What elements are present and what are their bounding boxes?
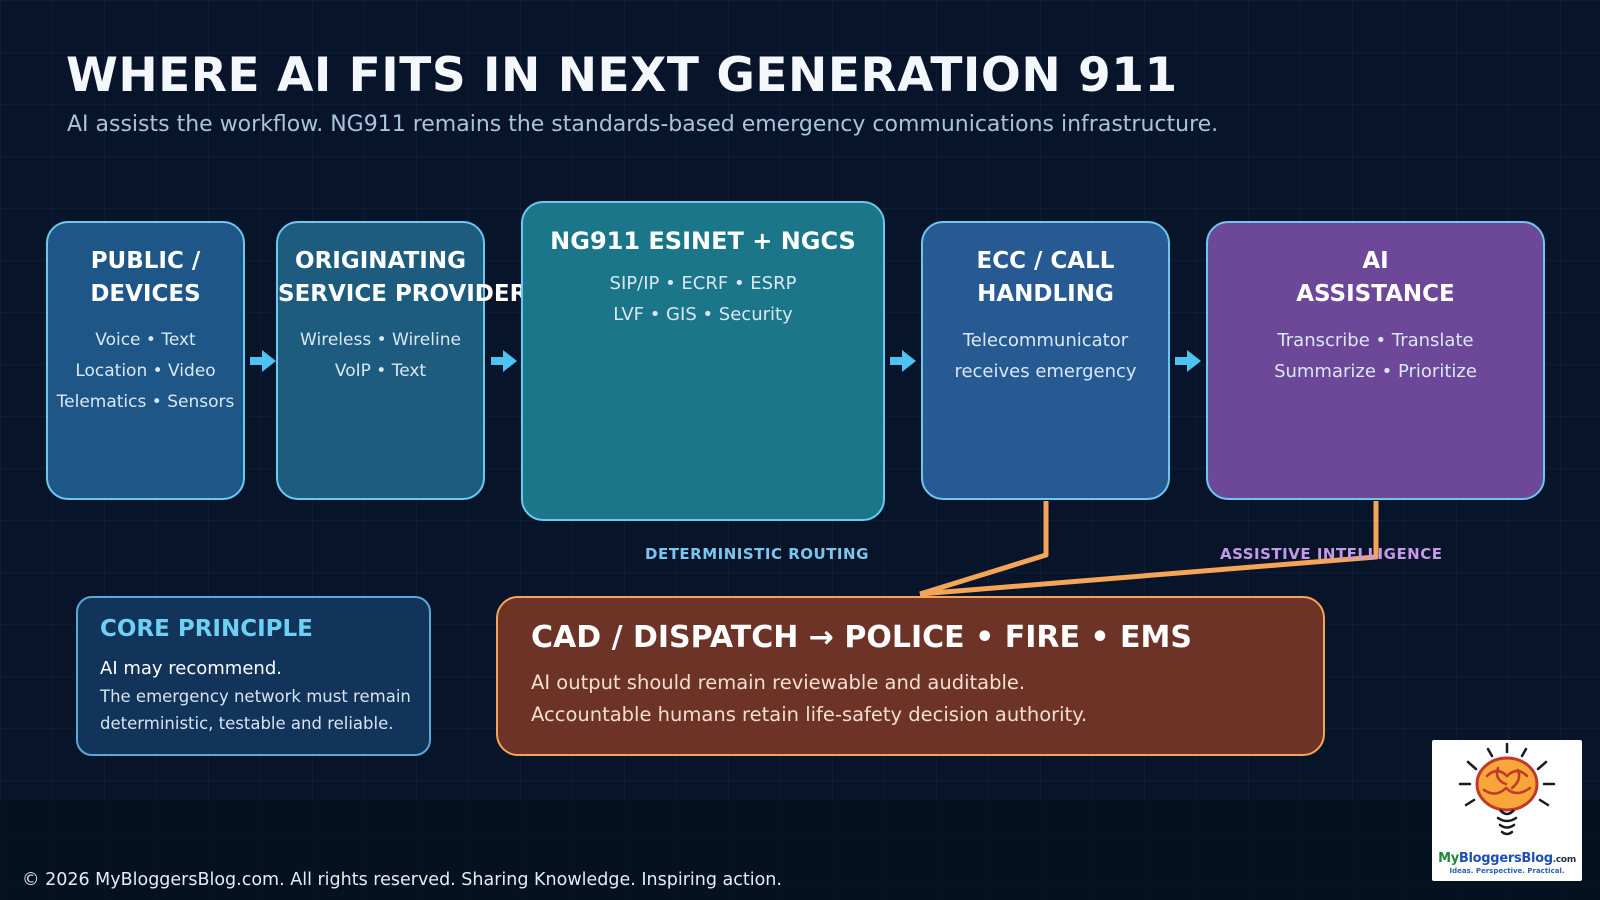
ecc-call-handling-title: ECC / CALL HANDLING bbox=[976, 248, 1115, 307]
brain-bulb-icon bbox=[1458, 742, 1556, 836]
deterministic-routing-tag: DETERMINISTIC ROUTING bbox=[645, 545, 869, 563]
footer-band bbox=[0, 800, 1600, 900]
originating-service-provider-body: Wireless • Wireline VoIP • Text bbox=[300, 330, 461, 381]
cad-dispatch-body: AI output should remain reviewable and a… bbox=[531, 671, 1088, 726]
ai-assistance-title: AI ASSISTANCE bbox=[1296, 248, 1455, 307]
footer-copyright: © 2026 MyBloggersBlog.com. All rights re… bbox=[22, 870, 782, 890]
arrow-right-icon bbox=[1175, 350, 1201, 372]
public-devices-body: Voice • Text Location • Video Telematics… bbox=[56, 330, 235, 412]
arrow-right-icon bbox=[250, 350, 276, 372]
public-devices-box: PUBLIC / DEVICES Voice • Text Location •… bbox=[46, 221, 245, 500]
cad-dispatch-title: CAD / DISPATCH → POLICE • FIRE • EMS bbox=[531, 620, 1192, 655]
ng911-esinet-body: SIP/IP • ECRF • ESRP LVF • GIS • Securit… bbox=[609, 273, 797, 325]
ecc-call-handling-box: ECC / CALL HANDLING Telecommunicator rec… bbox=[921, 221, 1170, 500]
ng911-esinet-box: NG911 ESINET + NGCS SIP/IP • ECRF • ESRP… bbox=[521, 201, 885, 521]
originating-service-provider-title: ORIGINATING SERVICE PROVIDER bbox=[278, 248, 528, 307]
page-subtitle: AI assists the workflow. NG911 remains t… bbox=[67, 112, 1219, 137]
logo-tagline: Ideas. Perspective. Practical. bbox=[1449, 867, 1565, 875]
core-principle-lead: AI may recommend. bbox=[100, 658, 282, 679]
assistive-intelligence-tag: ASSISTIVE INTELLIGENCE bbox=[1220, 545, 1443, 563]
page-title: WHERE AI FITS IN NEXT GENERATION 911 bbox=[66, 48, 1178, 103]
ai-assistance-box: AI ASSISTANCE Transcribe • Translate Sum… bbox=[1206, 221, 1545, 500]
public-devices-title: PUBLIC / DEVICES bbox=[90, 248, 201, 307]
logo-wordmark: MyBloggersBlog.com bbox=[1438, 851, 1576, 866]
arrow-right-icon bbox=[890, 350, 916, 372]
ai-assistance-body: Transcribe • Translate Summarize • Prior… bbox=[1274, 330, 1477, 382]
mybloggersblog-logo: MyBloggersBlog.com Ideas. Perspective. P… bbox=[1432, 740, 1582, 881]
ecc-call-handling-body: Telecommunicator receives emergency bbox=[954, 330, 1137, 382]
core-principle-title: CORE PRINCIPLE bbox=[100, 616, 313, 642]
arrow-right-icon bbox=[491, 350, 517, 372]
core-principle-body: The emergency network must remain determ… bbox=[100, 687, 411, 733]
ng911-esinet-title: NG911 ESINET + NGCS bbox=[550, 227, 856, 255]
cad-dispatch-panel: CAD / DISPATCH → POLICE • FIRE • EMS AI … bbox=[496, 596, 1325, 756]
core-principle-panel: CORE PRINCIPLE AI may recommend. The eme… bbox=[76, 596, 431, 756]
originating-service-provider-box: ORIGINATING SERVICE PROVIDER Wireless • … bbox=[276, 221, 528, 500]
